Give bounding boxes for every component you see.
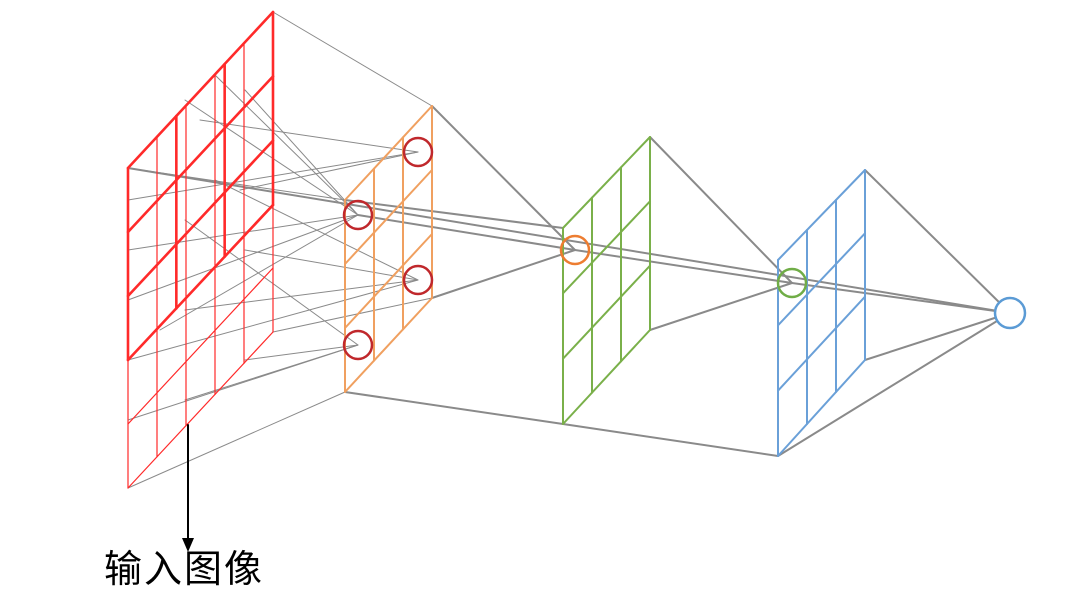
connection-line-input-15 (244, 344, 359, 361)
feature-map-3-grid-hline-2 (777, 295, 866, 392)
feature-map-3-grid-hline-3 (777, 359, 866, 457)
connection-line-l1-4 (357, 214, 576, 251)
connection-line-input-8 (127, 214, 359, 301)
connection-line-l2-1 (649, 282, 793, 331)
connection-line-input-19 (184, 219, 359, 346)
connection-line-input-11 (184, 279, 419, 311)
connection-line-l1-1 (431, 105, 576, 251)
connection-line-input-17 (239, 151, 419, 191)
input-image-grid-hline-5 (127, 331, 274, 489)
input-image-grid-hline-4 (127, 267, 274, 425)
connection-line-input-14 (184, 344, 359, 401)
connection-line-input-9 (159, 214, 359, 331)
feature-map-1-grid-hline-1 (344, 169, 433, 265)
caption-arrow-head (182, 538, 194, 552)
feature-map-2-grid-hline-3 (562, 329, 651, 425)
connection-line-l3-1 (864, 312, 1011, 361)
connection-line-l2-3 (574, 249, 793, 284)
connection-line-through (127, 167, 1011, 314)
receptive-circle-l2 (559, 234, 591, 266)
connection-line-input-3 (272, 297, 433, 333)
connection-line-input-16 (199, 119, 419, 153)
input-image-caption: 输入图像 (104, 547, 265, 591)
feature-map-1-grid-hline-0 (344, 105, 433, 201)
input-image-receptive-block-hline-2 (126, 139, 275, 298)
connection-line-input-6 (244, 89, 359, 216)
feature-map-1-grid-hline-2 (344, 233, 433, 329)
connection-line-input-5 (214, 74, 359, 216)
receptive-circle-l1-right (402, 264, 434, 296)
connection-line-input-1 (272, 11, 433, 107)
connection-line-l3-0 (864, 169, 1011, 314)
connection-line-input-2 (127, 391, 346, 489)
input-image-receptive-block-hline-0 (126, 10, 275, 170)
receptive-circle-l1-top (402, 136, 434, 168)
connection-line-input-12 (244, 249, 419, 281)
connection-line-l2-0 (649, 136, 793, 284)
input-image-receptive-block-hline-3 (126, 203, 275, 362)
feature-map-2-grid-hline-0 (562, 136, 651, 229)
input-image-receptive-block-hline-1 (126, 75, 275, 234)
connection-line-input-4 (184, 99, 359, 216)
connection-line-input-20 (214, 179, 419, 281)
connection-line-l1-2 (431, 249, 576, 299)
receptive-circle-l1-bottom (342, 329, 374, 361)
feature-map-2-grid-hline-1 (562, 200, 651, 295)
connection-line-l2-2 (562, 423, 779, 457)
output-node-circle (993, 296, 1027, 330)
feature-map-3-grid-hline-1 (777, 232, 866, 327)
connection-line-l1-0 (344, 199, 564, 229)
receptive-circle-l1-mid (342, 199, 374, 231)
connection-line-l1-3 (344, 391, 564, 425)
feature-map-3-grid-hline-0 (777, 169, 866, 261)
feature-map-2-grid-hline-2 (562, 264, 651, 360)
connection-line-input-7 (127, 214, 359, 251)
feature-map-1-grid-hline-3 (344, 297, 433, 393)
receptive-circle-l3 (776, 267, 808, 299)
connection-line-l3-2 (777, 312, 1011, 457)
